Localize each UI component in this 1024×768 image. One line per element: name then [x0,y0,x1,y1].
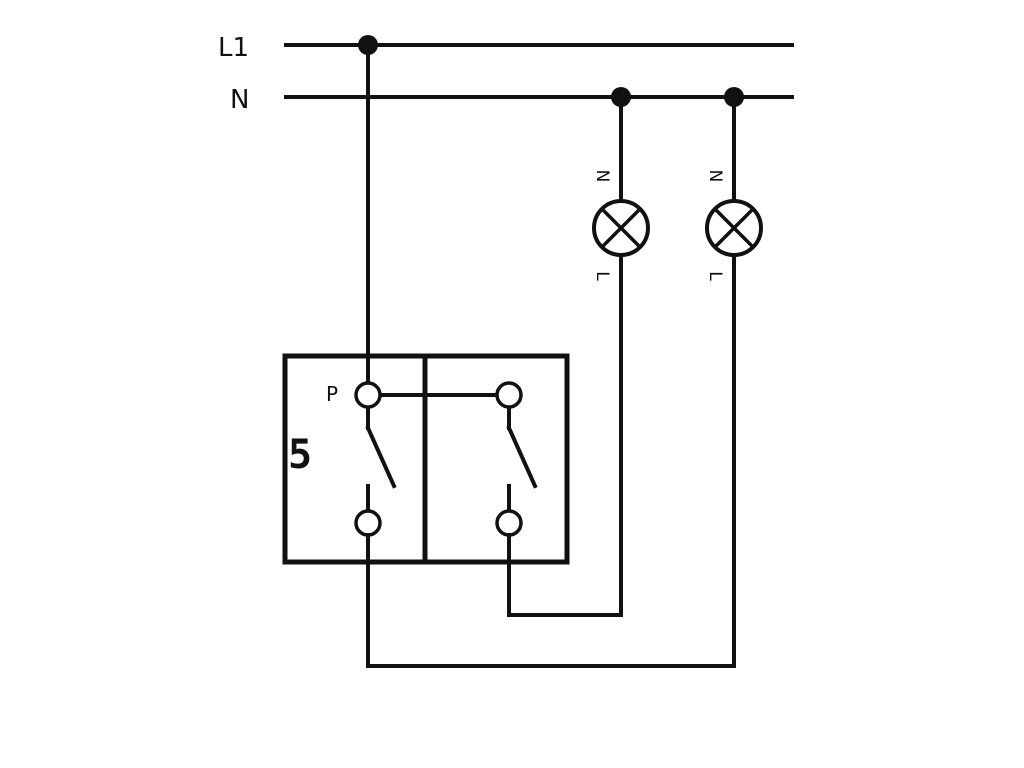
lamp-2 [705,199,763,257]
double-switch: 5 P [282,353,570,565]
switch-1-common-terminal [354,381,382,409]
lamp-1-phase-pin-label: L [592,271,612,281]
switch-2-to-lamp-1-wire [507,533,623,617]
lamp-2-neutral-pin-label: N [705,170,725,183]
common-terminal-label: P [326,382,338,406]
switch-1-output-terminal [354,509,382,537]
switch-2-common-terminal [495,381,523,409]
switch-1-to-lamp-2-wire [366,533,736,668]
lamp-1 [592,199,650,257]
phase-bus-label: L1 [218,33,249,63]
lamp-2-phase-pin-label: L [705,271,725,281]
switch-2-output-terminal [495,509,523,537]
switch-1-blade [365,425,397,489]
neutral-bus-label: N [230,85,249,115]
switch-2-blade [506,425,538,489]
lamp-2-cross-icon [713,207,755,249]
lamp-1-cross-icon [600,207,642,249]
lamp-1-neutral-pin-label: N [592,170,612,183]
switch-symbol-label: 5 [288,432,312,478]
